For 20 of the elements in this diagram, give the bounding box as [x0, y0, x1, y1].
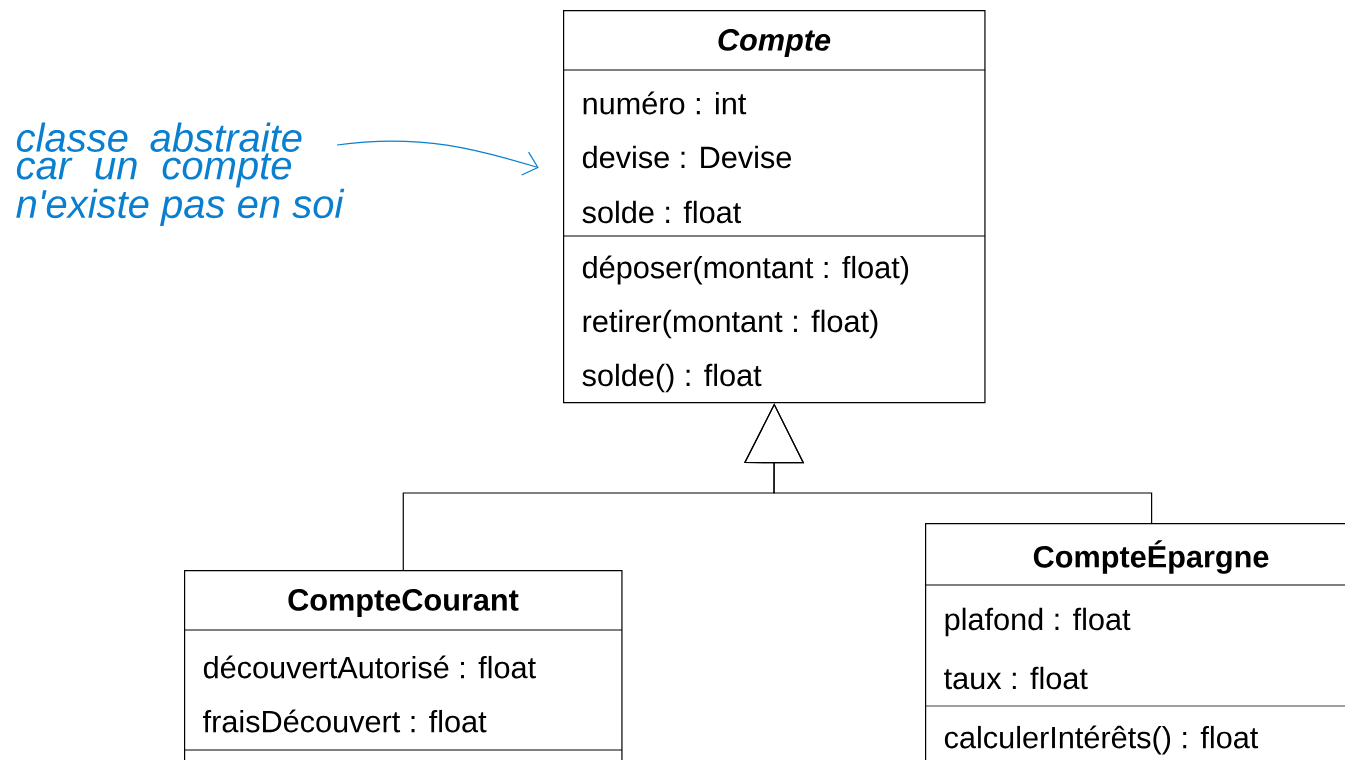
attribute: taux : float	[944, 666, 1088, 690]
class-name: Compte	[718, 29, 831, 57]
attribute: découvertAutorisé : float	[203, 655, 536, 679]
method: solde() : float	[582, 363, 762, 393]
arrow	[743, 403, 1153, 524]
method: déposer(montant : float)	[582, 255, 909, 285]
attribute: plafond : float	[945, 607, 1131, 637]
arrow	[336, 140, 539, 176]
class-name: CompteÉpargne	[1033, 540, 1269, 574]
class-box	[924, 523, 1345, 760]
attribute: devise : Devise	[582, 145, 791, 169]
attribute: fraisDécouvert : float	[203, 709, 487, 733]
attribute: solde : float	[582, 200, 742, 224]
method: calculerIntérêts() : float	[944, 725, 1259, 755]
attribute: numéro : int	[583, 91, 747, 115]
class-box	[562, 10, 986, 404]
annotation-text: classe abstraite car un compte n'existe pas en soi	[16, 122, 345, 227]
class-name: CompteCourant	[288, 589, 519, 617]
class-box	[183, 570, 623, 760]
method: retirer(montant : float)	[583, 309, 878, 339]
